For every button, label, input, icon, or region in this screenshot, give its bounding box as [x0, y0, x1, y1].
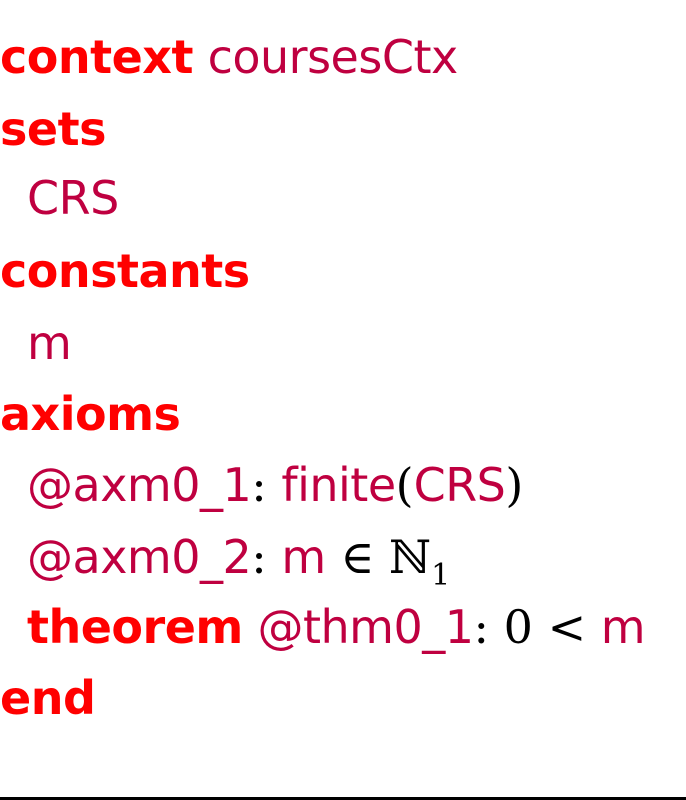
end-keyword: end	[0, 671, 96, 725]
axiom-axm0-2: @axm0_2: m ∈ ℕ1	[27, 527, 450, 593]
theorem-thm0-1: theorem @thm0_1: 0 < m	[27, 597, 646, 657]
axioms-keyword: axioms	[0, 387, 181, 441]
theorem-keyword: theorem	[27, 600, 243, 654]
context-name: coursesCtx	[207, 30, 459, 84]
theorem-rhs: m	[600, 600, 646, 654]
constant-item: m	[27, 313, 72, 373]
natural-numbers-symbol: ℕ	[389, 530, 432, 584]
context-line: context coursesCtx	[0, 27, 458, 87]
theorem-colon: :	[473, 600, 490, 654]
axioms-heading: axioms	[0, 384, 181, 444]
axiom-colon: :	[251, 458, 267, 512]
set-name: CRS	[27, 171, 119, 225]
right-paren: )	[505, 458, 524, 512]
axiom-label: @axm0_2	[27, 530, 252, 584]
axiom-colon: :	[251, 530, 267, 584]
constants-keyword: constants	[0, 244, 250, 298]
sets-heading: sets	[0, 99, 106, 159]
end-line: end	[0, 668, 96, 728]
sets-keyword: sets	[0, 102, 106, 156]
theorem-lhs: 0	[503, 600, 533, 654]
less-than-symbol: <	[547, 600, 587, 654]
set-item: CRS	[27, 168, 119, 228]
context-keyword: context	[0, 30, 193, 84]
axiom-lhs: m	[281, 530, 326, 584]
axiom-label: @axm0_1	[27, 458, 252, 512]
bottom-border	[0, 797, 686, 800]
left-paren: (	[395, 458, 414, 512]
element-of-symbol: ∈	[340, 530, 375, 584]
axiom-argument: CRS	[413, 458, 506, 512]
axiom-function: finite	[281, 458, 396, 512]
axiom-axm0-1: @axm0_1: finite(CRS)	[27, 455, 523, 515]
subscript-one: 1	[431, 558, 451, 593]
constants-heading: constants	[0, 241, 250, 301]
constant-name: m	[27, 316, 72, 370]
theorem-label: @thm0_1	[257, 600, 474, 654]
